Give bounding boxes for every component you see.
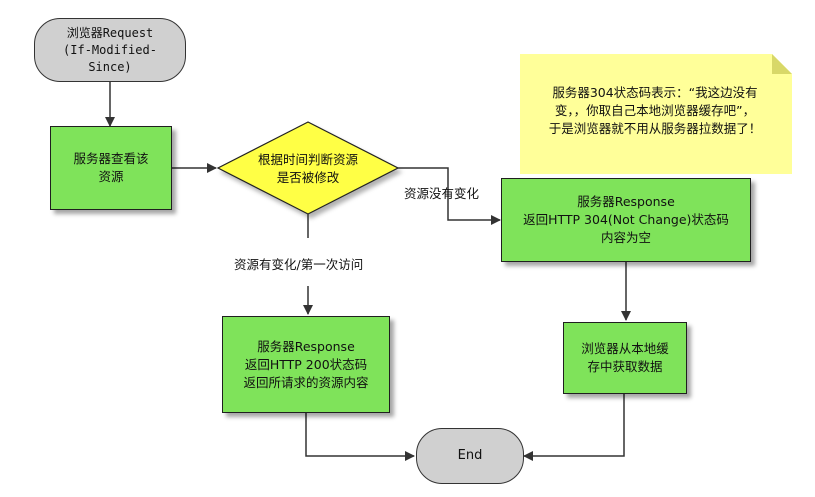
- server-response-304-box: 服务器Response 返回HTTP 304(Not Change)状态码 内容…: [501, 178, 751, 262]
- start-terminal: 浏览器Request (If-Modified- Since): [34, 18, 186, 82]
- edge-200-to-end: [305, 413, 415, 461]
- note-shape: [520, 54, 792, 174]
- note-text: 服务器304状态码表示：“我这边没有 变，，你取自己本地浏览器缓存吧”， 于是浏…: [548, 85, 762, 136]
- server-response-200-box: 服务器Response 返回HTTP 200状态码 返回所请求的资源内容: [222, 316, 390, 413]
- end-terminal: End: [416, 428, 524, 484]
- edge-cache-to-end: [523, 394, 625, 461]
- server-check-box: 服务器查看该 资源: [50, 126, 172, 210]
- decision-label: 根据时间判断资源 是否被修改: [257, 152, 358, 185]
- edge-decision-to-304: [398, 167, 501, 225]
- edge-label-modified: 资源有变化/第一次访问: [234, 257, 364, 272]
- browser-cache-box: 浏览器从本地缓 存中获取数据: [563, 322, 687, 394]
- note-fold: [772, 54, 792, 74]
- edge-label-not-modified: 资源没有变化: [404, 186, 480, 201]
